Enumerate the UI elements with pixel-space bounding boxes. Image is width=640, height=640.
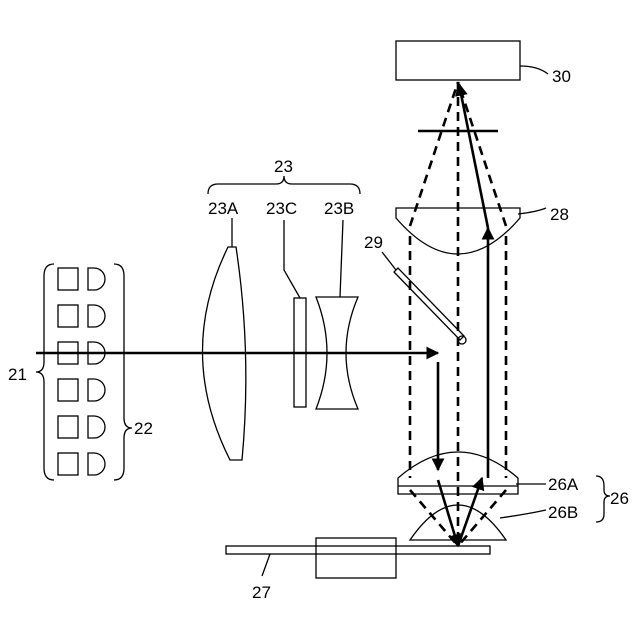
leader-28: [518, 208, 546, 214]
brace-21: [36, 264, 54, 480]
label-28: 28: [550, 205, 569, 224]
light-source-unit: [58, 453, 105, 475]
label-30: 30: [552, 67, 571, 86]
label-27: 27: [252, 583, 271, 602]
label-23a: 23A: [208, 199, 239, 218]
leader-27: [262, 554, 270, 576]
label-21: 21: [8, 365, 27, 384]
label-26a: 26A: [548, 475, 579, 494]
label-23c: 23C: [266, 199, 297, 218]
light-source-unit: [58, 268, 105, 290]
label-23: 23: [274, 157, 293, 176]
brace-22: [114, 264, 132, 480]
object-27: [316, 538, 396, 578]
label-26b: 26B: [548, 503, 578, 522]
leader-26b: [500, 510, 546, 518]
leader-29: [382, 252, 396, 270]
brace-23: [208, 176, 360, 194]
leader-23b: [340, 220, 343, 297]
display-30: [396, 41, 520, 80]
mirror-29: [394, 268, 466, 344]
light-source-unit: [58, 305, 105, 327]
label-23b: 23B: [324, 199, 354, 218]
light-source-array-22: [58, 268, 105, 475]
dashed-rays: [410, 82, 506, 546]
light-source-unit: [58, 416, 105, 438]
label-29: 29: [364, 233, 383, 252]
leader-23c: [284, 220, 300, 298]
light-source-unit: [58, 379, 105, 401]
leader-30: [520, 66, 548, 74]
brace-26: [596, 476, 610, 522]
slide-27: [226, 546, 490, 554]
label-26: 26: [610, 489, 629, 508]
label-22: 22: [134, 419, 153, 438]
